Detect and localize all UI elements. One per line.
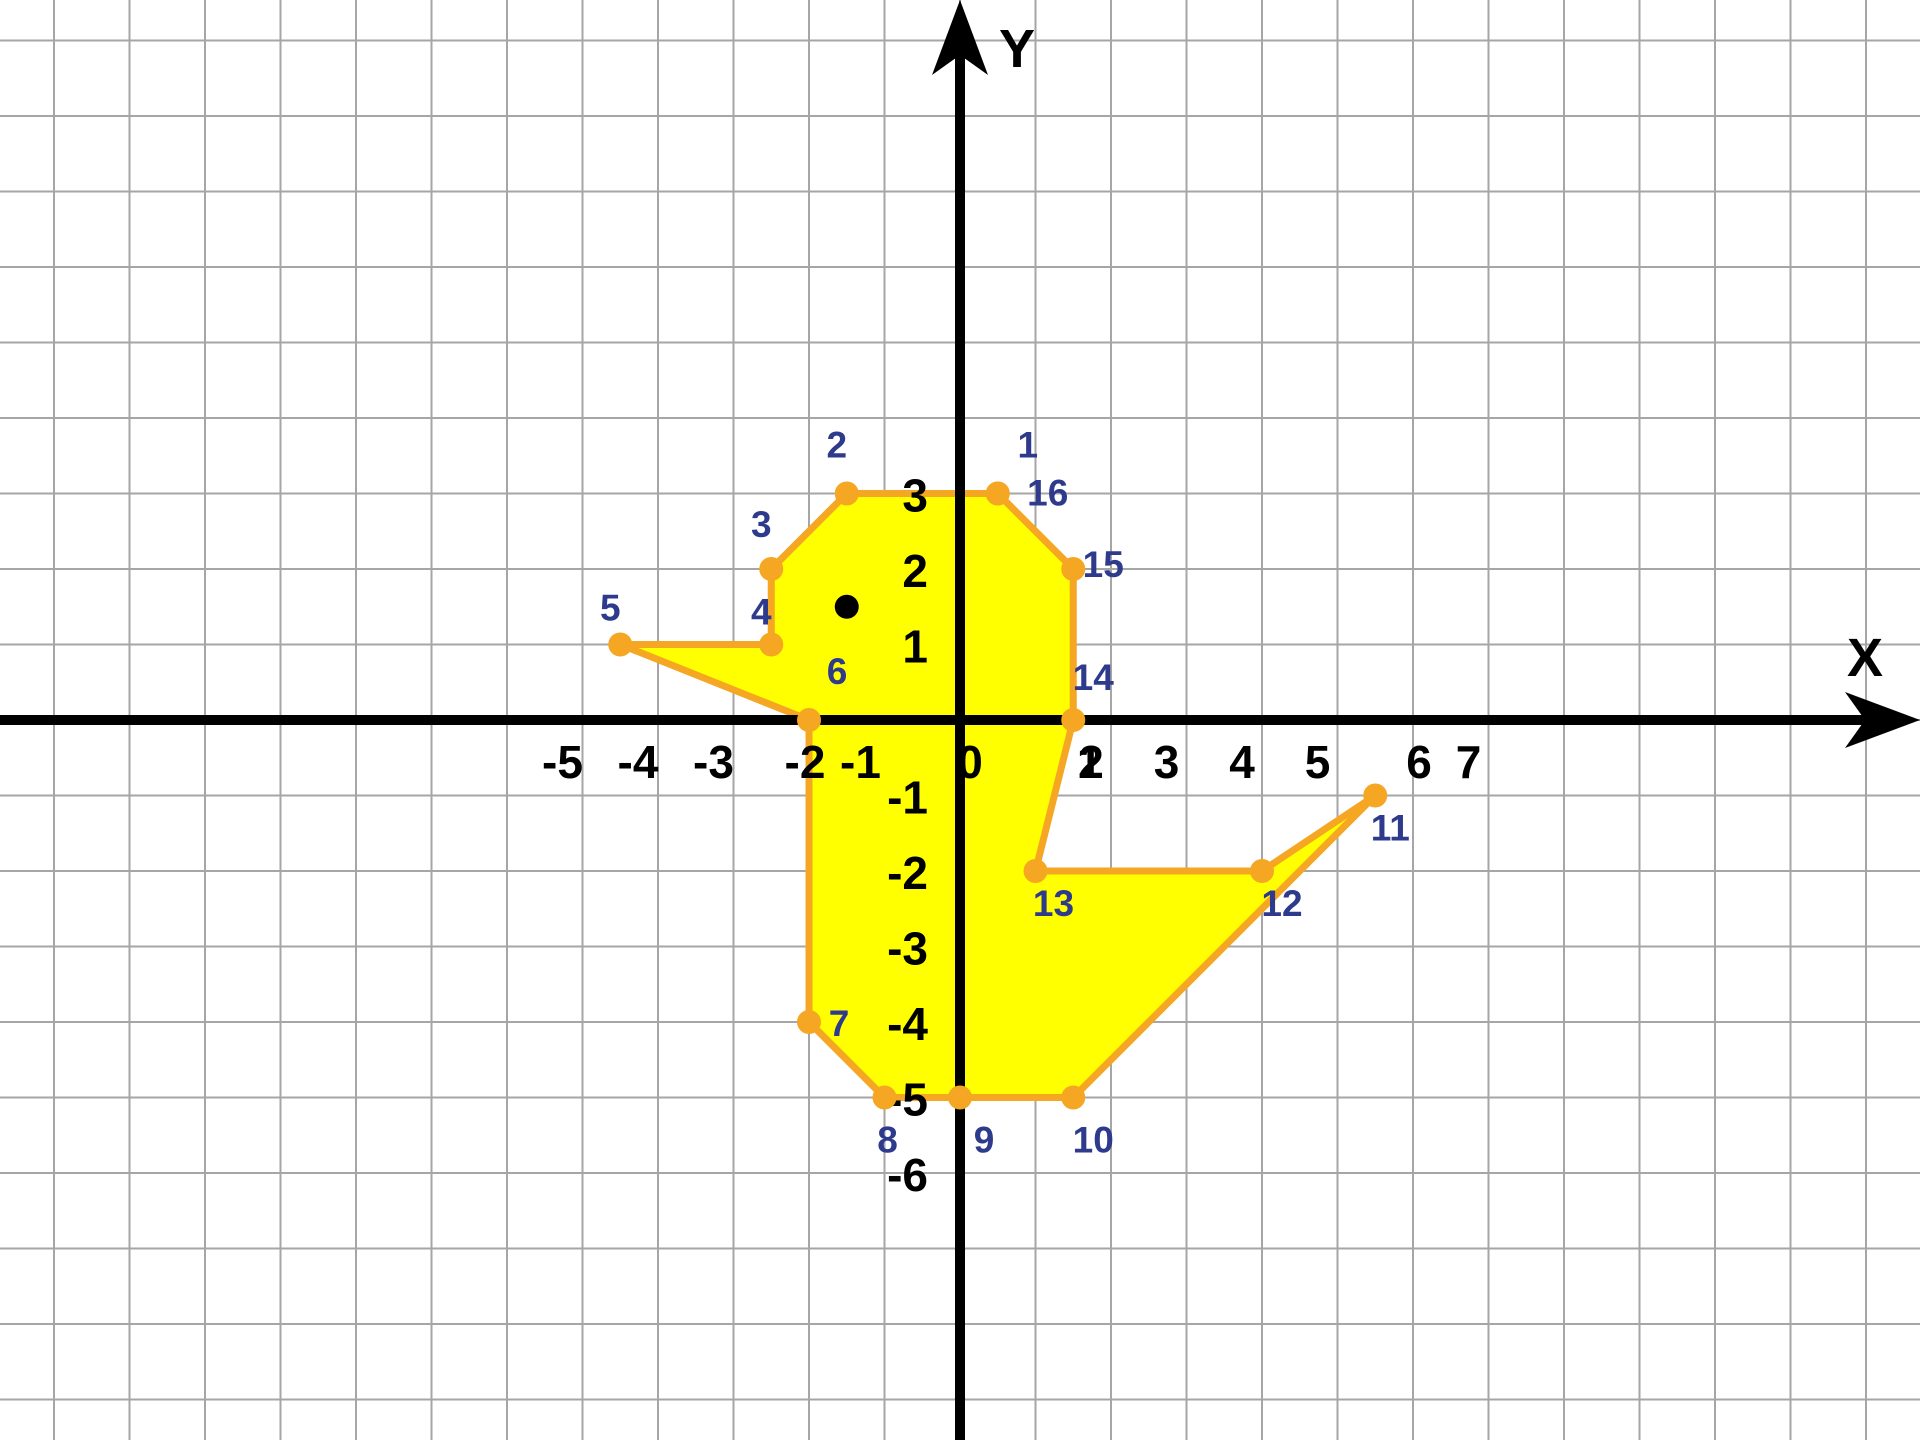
point-label: 10	[1073, 1120, 1114, 1161]
data-point	[872, 1085, 897, 1110]
data-point	[1061, 557, 1086, 581]
data-point	[1250, 859, 1274, 883]
y-tick-label: -2	[887, 847, 928, 899]
point-label: 9	[974, 1120, 995, 1161]
x-axis-label: X	[1847, 628, 1883, 688]
data-point	[1061, 1085, 1086, 1110]
data-point	[1363, 783, 1388, 808]
point-label: 1	[1017, 425, 1038, 466]
point-label: 5	[600, 588, 621, 629]
data-point	[759, 632, 784, 657]
y-axis-arrow	[932, 0, 988, 75]
data-point	[797, 708, 821, 732]
data-point	[1061, 708, 1086, 732]
point-label: 15	[1083, 544, 1124, 585]
data-point	[797, 1010, 821, 1034]
y-tick-label: -4	[887, 998, 928, 1050]
x-axis-arrow	[1845, 692, 1920, 748]
x-tick-label: -1	[840, 736, 881, 788]
x-tick-label: 4	[1229, 736, 1255, 788]
y-tick-label: 3	[902, 470, 928, 522]
y-tick-label: 2	[902, 545, 928, 597]
duck-shape	[616, 490, 1379, 1101]
y-tick-label: 1	[902, 621, 928, 673]
point-label: 4	[751, 592, 772, 633]
point-label: 16	[1027, 473, 1068, 514]
data-point	[1023, 859, 1048, 883]
y-tick-label: -3	[887, 923, 928, 975]
x-tick-label: 5	[1305, 736, 1331, 788]
y-tick-label: -1	[887, 772, 928, 824]
data-point	[948, 1085, 972, 1110]
point-label: 14	[1073, 657, 1115, 698]
x-tick-label: 0	[957, 736, 983, 788]
x-tick-label: 6	[1406, 736, 1432, 788]
data-point	[759, 557, 784, 581]
x-tick-label: 1	[1077, 736, 1103, 788]
point-label: 3	[751, 504, 772, 545]
y-axis-label: Y	[999, 19, 1035, 79]
x-tick-label: -2	[785, 736, 826, 788]
data-point	[834, 481, 859, 506]
point-label: 12	[1261, 883, 1302, 924]
point-label: 7	[829, 1003, 850, 1044]
x-tick-label: 7	[1456, 736, 1482, 788]
point-label: 6	[827, 651, 848, 692]
y-tick-label: -6	[887, 1149, 928, 1201]
data-point	[608, 632, 633, 657]
duck-polygon	[616, 490, 1379, 1101]
x-tick-label: -5	[542, 736, 583, 788]
x-tick-label: -4	[618, 736, 659, 788]
point-label: 8	[877, 1120, 898, 1161]
data-points	[608, 481, 1388, 1110]
x-tick-label: 2	[1078, 736, 1104, 788]
point-label: 13	[1033, 883, 1074, 924]
duck-eye	[834, 594, 859, 619]
data-point	[985, 481, 1010, 506]
x-tick-label: -3	[693, 736, 734, 788]
point-label: 11	[1371, 808, 1410, 849]
point-label: 2	[826, 425, 847, 466]
x-tick-label: 3	[1154, 736, 1180, 788]
